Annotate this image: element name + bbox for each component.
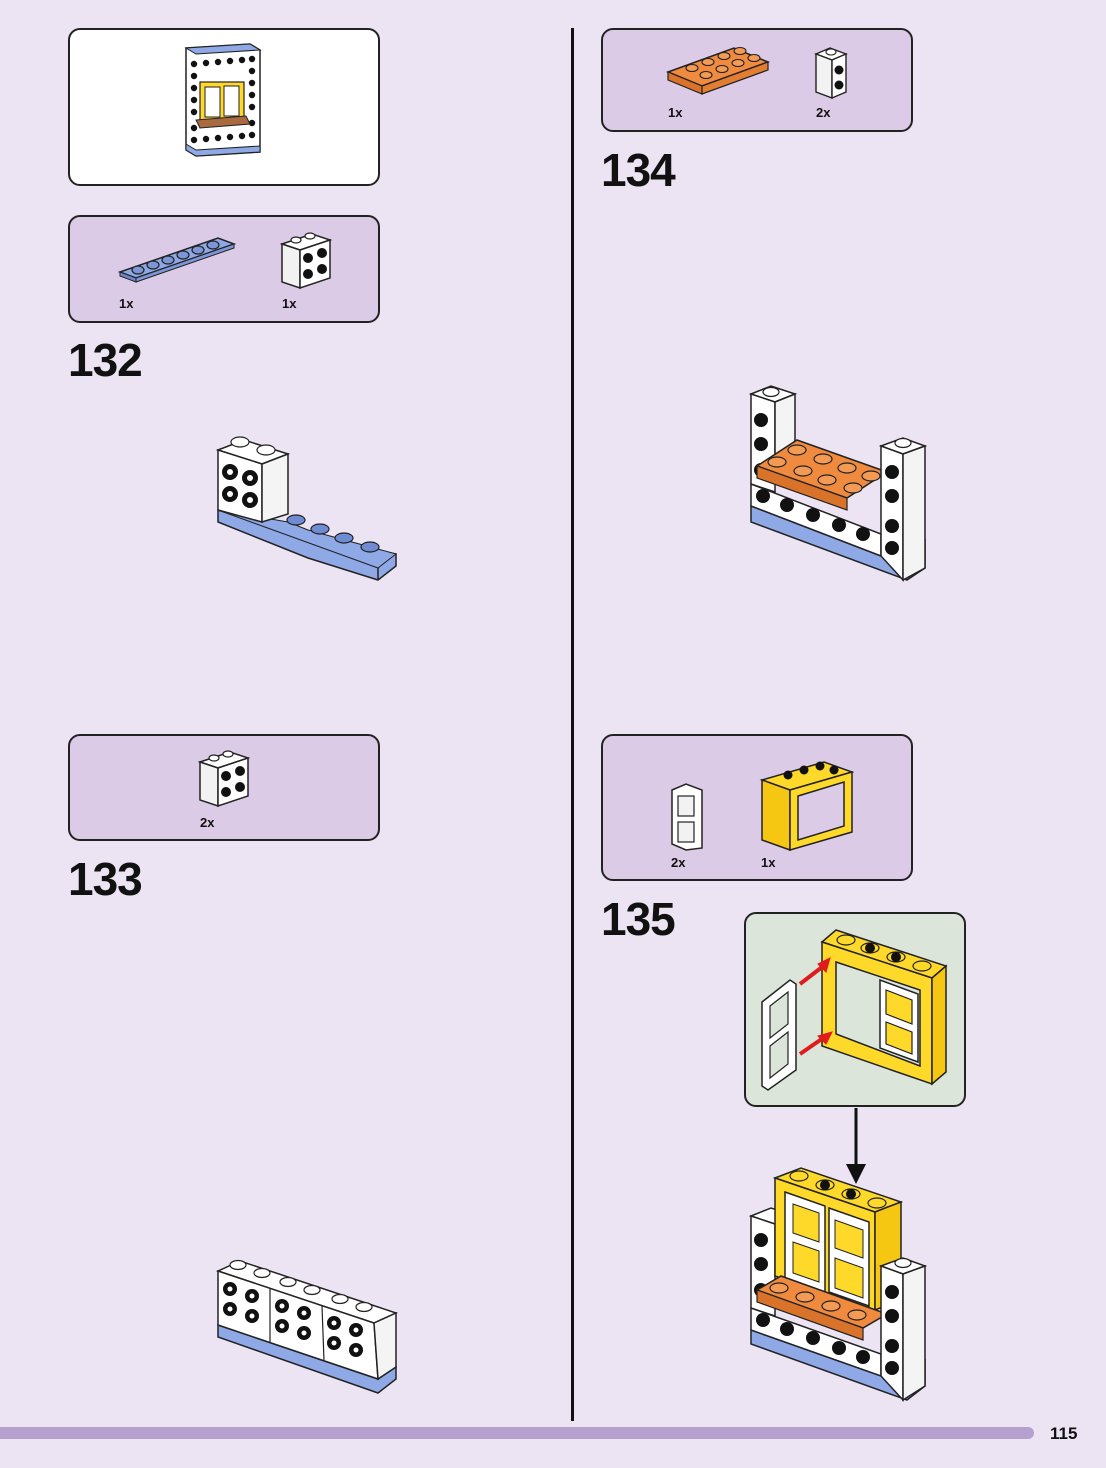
step-133-part-1-qty: 2x (200, 815, 215, 830)
step-134-part-2-qty: 2x (816, 105, 831, 120)
step-number-133: 133 (68, 853, 143, 905)
step-135-parts-box (601, 734, 913, 881)
white-2x2-studs-side-brick-icon (197, 750, 251, 808)
step-133-model (215, 1259, 399, 1394)
orange-2x4-plate-icon (665, 46, 771, 95)
blue-1x6-plate-icon (117, 237, 237, 283)
white-2x2-studs-side-brick-icon (279, 232, 333, 290)
yellow-window-frame-icon (759, 761, 855, 852)
step-134-model (748, 385, 928, 582)
footer-bar (0, 1427, 1034, 1439)
white-window-pane-icon (671, 783, 703, 851)
step-number-135: 135 (601, 893, 676, 945)
step-number-132: 132 (68, 334, 143, 386)
wall-preview-icon (184, 43, 262, 157)
step-135-part-1-qty: 2x (671, 855, 686, 870)
red-arrow-icon (798, 957, 833, 1056)
step-132-part-2-qty: 1x (282, 296, 297, 311)
window-assembly-callout (761, 929, 948, 1091)
step-134-part-1-qty: 1x (668, 105, 683, 120)
column-divider (571, 28, 574, 1421)
page-number: 115 (1050, 1424, 1078, 1443)
step-135-part-2-qty: 1x (761, 855, 776, 870)
step-132-parts-box (68, 215, 380, 323)
step-132-model (215, 436, 398, 581)
step-135-model (748, 1167, 928, 1402)
step-134-parts-box (601, 28, 913, 132)
white-1x1-studs-side-brick-icon (814, 47, 848, 100)
step-132-part-1-qty: 1x (119, 296, 134, 311)
step-number-134: 134 (601, 144, 676, 196)
down-arrow-icon (846, 1108, 866, 1184)
